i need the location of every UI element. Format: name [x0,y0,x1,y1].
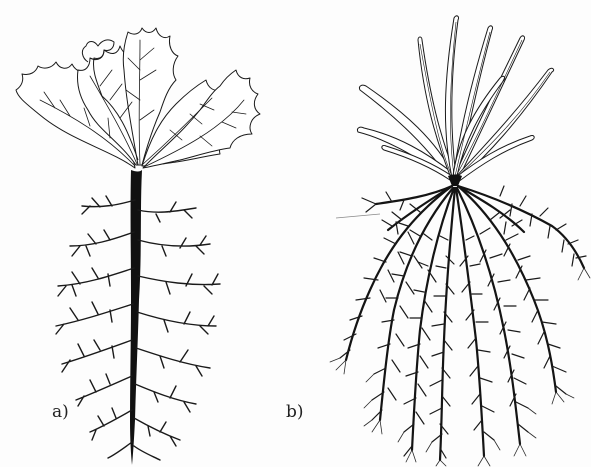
broadleaf-rosette-leaves [16,28,260,168]
grass-blades [357,16,553,182]
taproot-plant [16,28,260,465]
panel-b-label: b) [286,402,304,422]
fibrous-root-plant [330,16,590,466]
fibrous-root-branches [340,186,586,458]
grass-crown [448,175,462,187]
panel-a-label: a) [52,402,69,422]
soil-line-mark [336,214,380,218]
